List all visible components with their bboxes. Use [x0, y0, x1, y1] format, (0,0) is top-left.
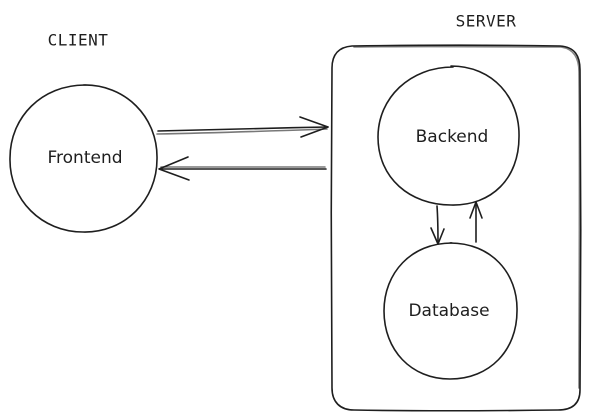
client-section-label: CLIENT: [48, 31, 109, 50]
frontend-node: Frontend: [9, 84, 158, 233]
response-arrow: [158, 156, 327, 181]
backend-label: Backend: [416, 127, 489, 147]
request-arrow: [156, 116, 329, 138]
database-node: Database: [383, 242, 518, 380]
backend-node: Backend: [377, 65, 520, 206]
server-container: [330, 44, 582, 412]
frontend-label: Frontend: [47, 148, 122, 168]
backend-to-database-arrow: [430, 205, 445, 245]
database-label: Database: [408, 301, 489, 321]
server-section-label: SERVER: [456, 12, 517, 31]
database-to-backend-arrow: [469, 201, 483, 243]
